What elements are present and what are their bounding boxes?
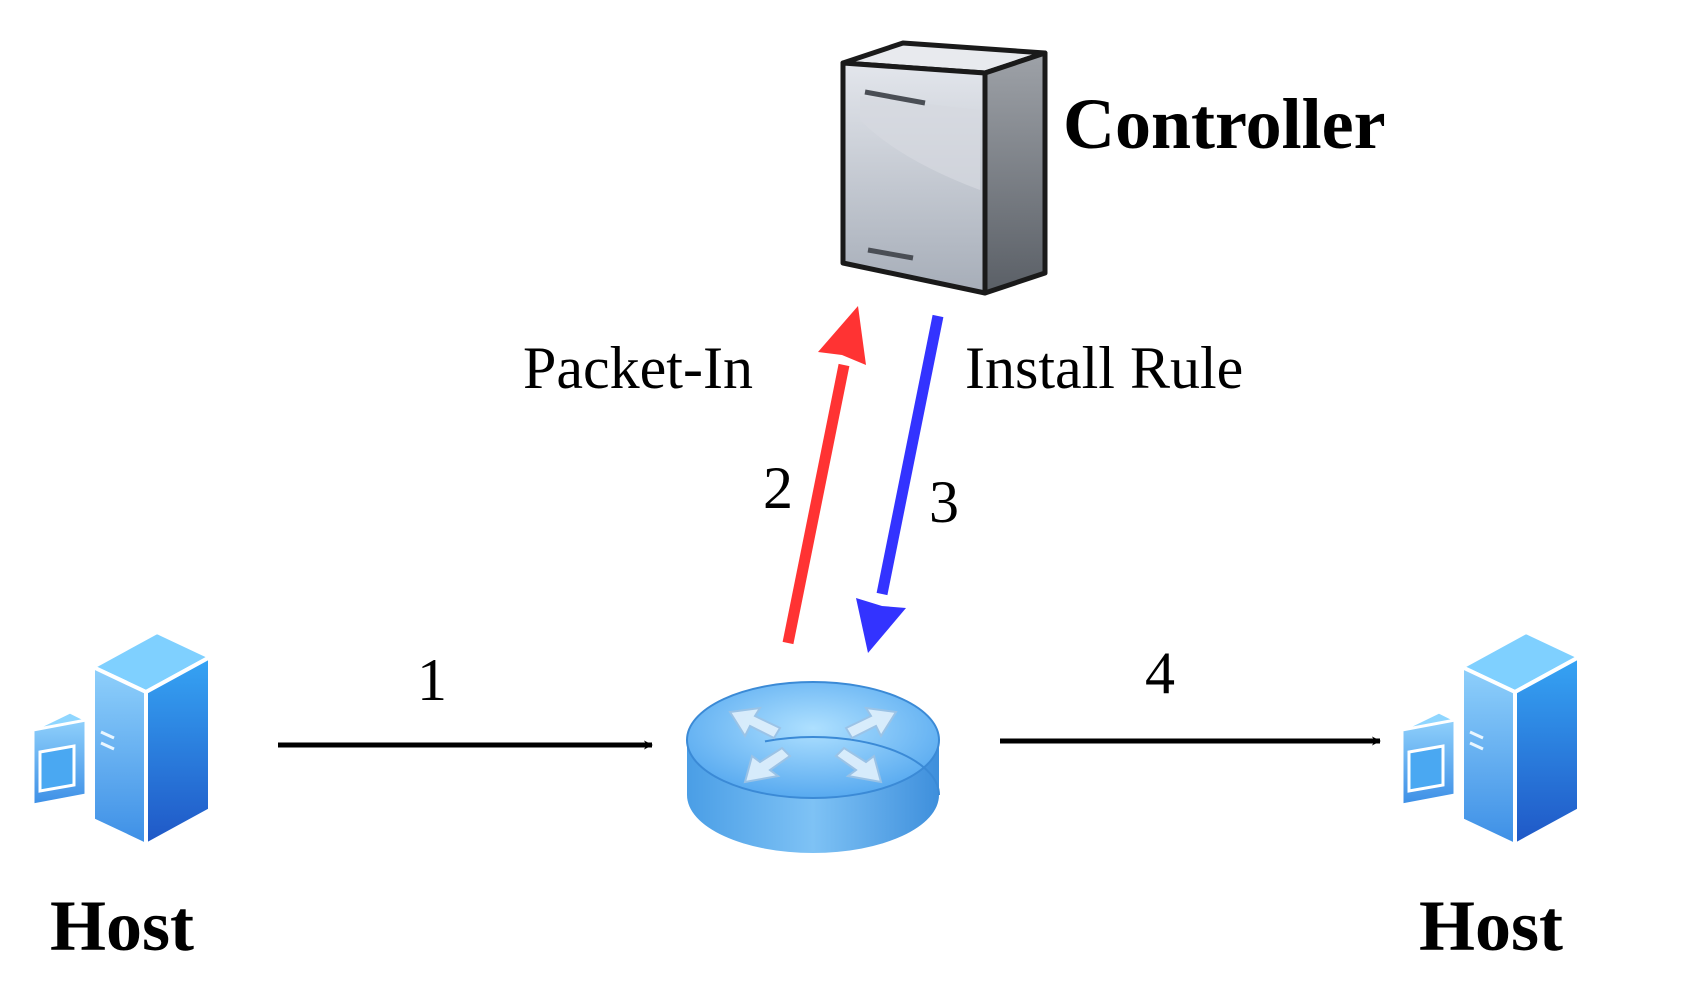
install-rule-label: Install Rule (965, 335, 1243, 401)
switch-node (686, 681, 940, 854)
host-right-node: Host (1398, 630, 1581, 966)
step-4-number: 4 (1145, 640, 1175, 706)
arrow-step-3 (876, 314, 944, 596)
controller-label: Controller (1063, 84, 1386, 164)
host-right-label: Host (1419, 886, 1563, 966)
step-1-number: 1 (417, 647, 447, 713)
edge-step-4: 4 (1000, 640, 1381, 746)
packet-in-label: Packet-In (523, 335, 753, 401)
host-computer-icon (1398, 630, 1581, 847)
host-left-label: Host (50, 886, 194, 966)
edge-step-3: 3 Install Rule (856, 314, 1243, 653)
host-left-node: Host (29, 630, 212, 966)
host-computer-icon (29, 630, 212, 847)
arrow-step-2 (782, 363, 850, 645)
edge-step-2: 2 Packet-In (523, 306, 866, 645)
router-icon (686, 681, 940, 854)
step-3-number: 3 (929, 469, 959, 535)
edge-step-1: 1 (278, 647, 653, 750)
step-2-number: 2 (763, 455, 793, 521)
arrow-step-3-head (856, 598, 906, 653)
controller-node: Controller (840, 40, 1386, 296)
arrow-step-2-head (818, 306, 866, 365)
server-tower-icon (840, 40, 1048, 296)
